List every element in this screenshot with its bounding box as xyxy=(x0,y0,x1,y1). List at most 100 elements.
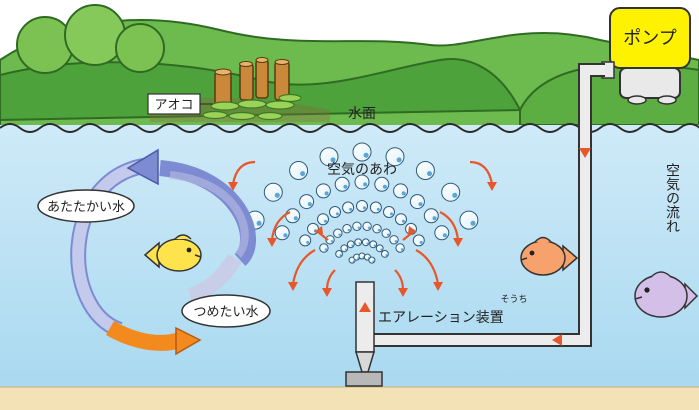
air-bubble xyxy=(395,243,405,253)
air-bubble-highlight xyxy=(470,220,476,226)
fish-purple xyxy=(634,271,699,318)
algae-pads xyxy=(202,93,302,121)
air-bubble xyxy=(340,244,349,253)
air-bubble-highlight xyxy=(396,157,402,163)
air-bubble-highlight xyxy=(343,184,348,189)
air-bubble-highlight xyxy=(351,244,354,247)
cold-water-bubble xyxy=(181,294,271,328)
air-bubble-highlight xyxy=(401,219,405,223)
air-bubble xyxy=(395,213,407,226)
air-bubble xyxy=(285,208,301,224)
air-bubble xyxy=(393,183,409,199)
air-bubble-highlight xyxy=(363,206,366,210)
air-bubble xyxy=(374,176,390,192)
air-bubble xyxy=(342,224,352,234)
aeration-device-label: エアレーション装置 xyxy=(378,310,504,326)
air-bubble xyxy=(362,221,372,232)
air-bubbles-label: 空気のあわ xyxy=(327,162,397,178)
bubble-arrow-heads xyxy=(228,182,497,297)
air-bubble xyxy=(441,182,461,202)
air-bubble xyxy=(459,210,479,230)
air-bubble-highlight xyxy=(324,219,327,223)
air-bubble xyxy=(274,225,290,241)
air-bubble xyxy=(335,250,344,258)
air-bubble-highlight xyxy=(418,202,423,207)
air-bubble-highlight xyxy=(367,226,371,229)
air-bubble-highlight xyxy=(366,242,369,245)
air-bubble xyxy=(299,194,315,210)
air-bubble-highlight xyxy=(432,216,437,221)
air-bubble xyxy=(289,161,309,180)
air-bubble xyxy=(356,200,368,212)
air-bubble xyxy=(381,228,391,238)
air-bubble xyxy=(352,142,372,162)
air-bubble-highlight xyxy=(347,228,350,232)
air-bubble-highlight xyxy=(382,184,387,189)
air-bubble xyxy=(352,221,362,232)
air-bubble-highlight xyxy=(338,233,341,236)
air-bubble xyxy=(307,222,319,235)
air-bubble-highlight xyxy=(419,240,423,244)
air-flow-arrows xyxy=(359,148,591,346)
air-bubble xyxy=(299,234,312,247)
air-bubble-highlight xyxy=(256,220,262,226)
air-bubble xyxy=(346,240,355,249)
air-bubble-highlight xyxy=(306,240,310,244)
air-bubble-highlight xyxy=(373,244,376,247)
air-bubble-highlight xyxy=(357,226,360,229)
air-bubble-highlight xyxy=(349,207,353,211)
pump-label: ポンプ xyxy=(623,28,676,49)
aoko-label: アオコ xyxy=(154,98,193,113)
pump xyxy=(601,7,691,105)
air-bubble xyxy=(361,238,370,247)
air-bubble xyxy=(342,201,355,214)
air-bubble xyxy=(354,238,363,247)
air-bubble xyxy=(334,176,350,192)
air-bubble xyxy=(333,228,343,238)
warm-water-label: あたたかい水 xyxy=(47,200,125,215)
air-bubble-highlight xyxy=(324,248,327,251)
air-bubble-highlight xyxy=(363,182,368,187)
air-bubble xyxy=(434,225,450,241)
air-bubble xyxy=(329,206,341,218)
cold-water-label: つめたい水 xyxy=(193,305,258,320)
air-bubble-highlight xyxy=(274,192,280,198)
air-bubble xyxy=(369,201,382,214)
air-bubble-highlight xyxy=(427,171,432,177)
air-bubble-highlight xyxy=(344,248,347,251)
air-bubble-highlight xyxy=(390,212,393,216)
air-bubble-highlight xyxy=(293,216,298,221)
water-surface-label: 水面 xyxy=(348,106,376,122)
air-bubble-highlight xyxy=(335,212,339,216)
lake-bottom xyxy=(0,387,699,410)
air-bubble-highlight xyxy=(377,228,381,232)
air-bubble xyxy=(369,240,378,249)
air-bubble-highlight xyxy=(283,233,288,238)
aeration-device xyxy=(345,281,383,387)
air-bubble xyxy=(389,235,399,245)
air-bubble xyxy=(375,244,384,253)
air-bubble xyxy=(409,194,425,210)
air-bubble-highlight xyxy=(362,256,365,258)
air-bubble-highlight xyxy=(442,233,447,238)
air-bubble-highlight xyxy=(330,157,336,163)
air-bubble-highlight xyxy=(300,171,306,177)
air-bubble xyxy=(423,208,439,224)
air-bubble-highlight xyxy=(385,254,388,257)
air-bubble-highlight xyxy=(358,242,361,245)
fish-orange xyxy=(520,236,579,276)
water-cycle xyxy=(70,157,256,351)
air-bubble xyxy=(263,182,283,202)
air-bubble xyxy=(381,250,389,258)
air-bubble xyxy=(319,243,329,253)
aeration-device-ruby: そうち xyxy=(500,294,527,305)
air-bubble xyxy=(383,206,395,218)
air-bubble-highlight xyxy=(307,202,312,207)
air-bubble-highlight xyxy=(363,152,369,158)
air-bubble-highlight xyxy=(386,233,390,236)
air-bubble xyxy=(317,213,329,226)
air-bubble xyxy=(415,161,435,180)
warm-water-bubble xyxy=(37,189,135,223)
cycle-arrow-heads xyxy=(126,148,202,356)
